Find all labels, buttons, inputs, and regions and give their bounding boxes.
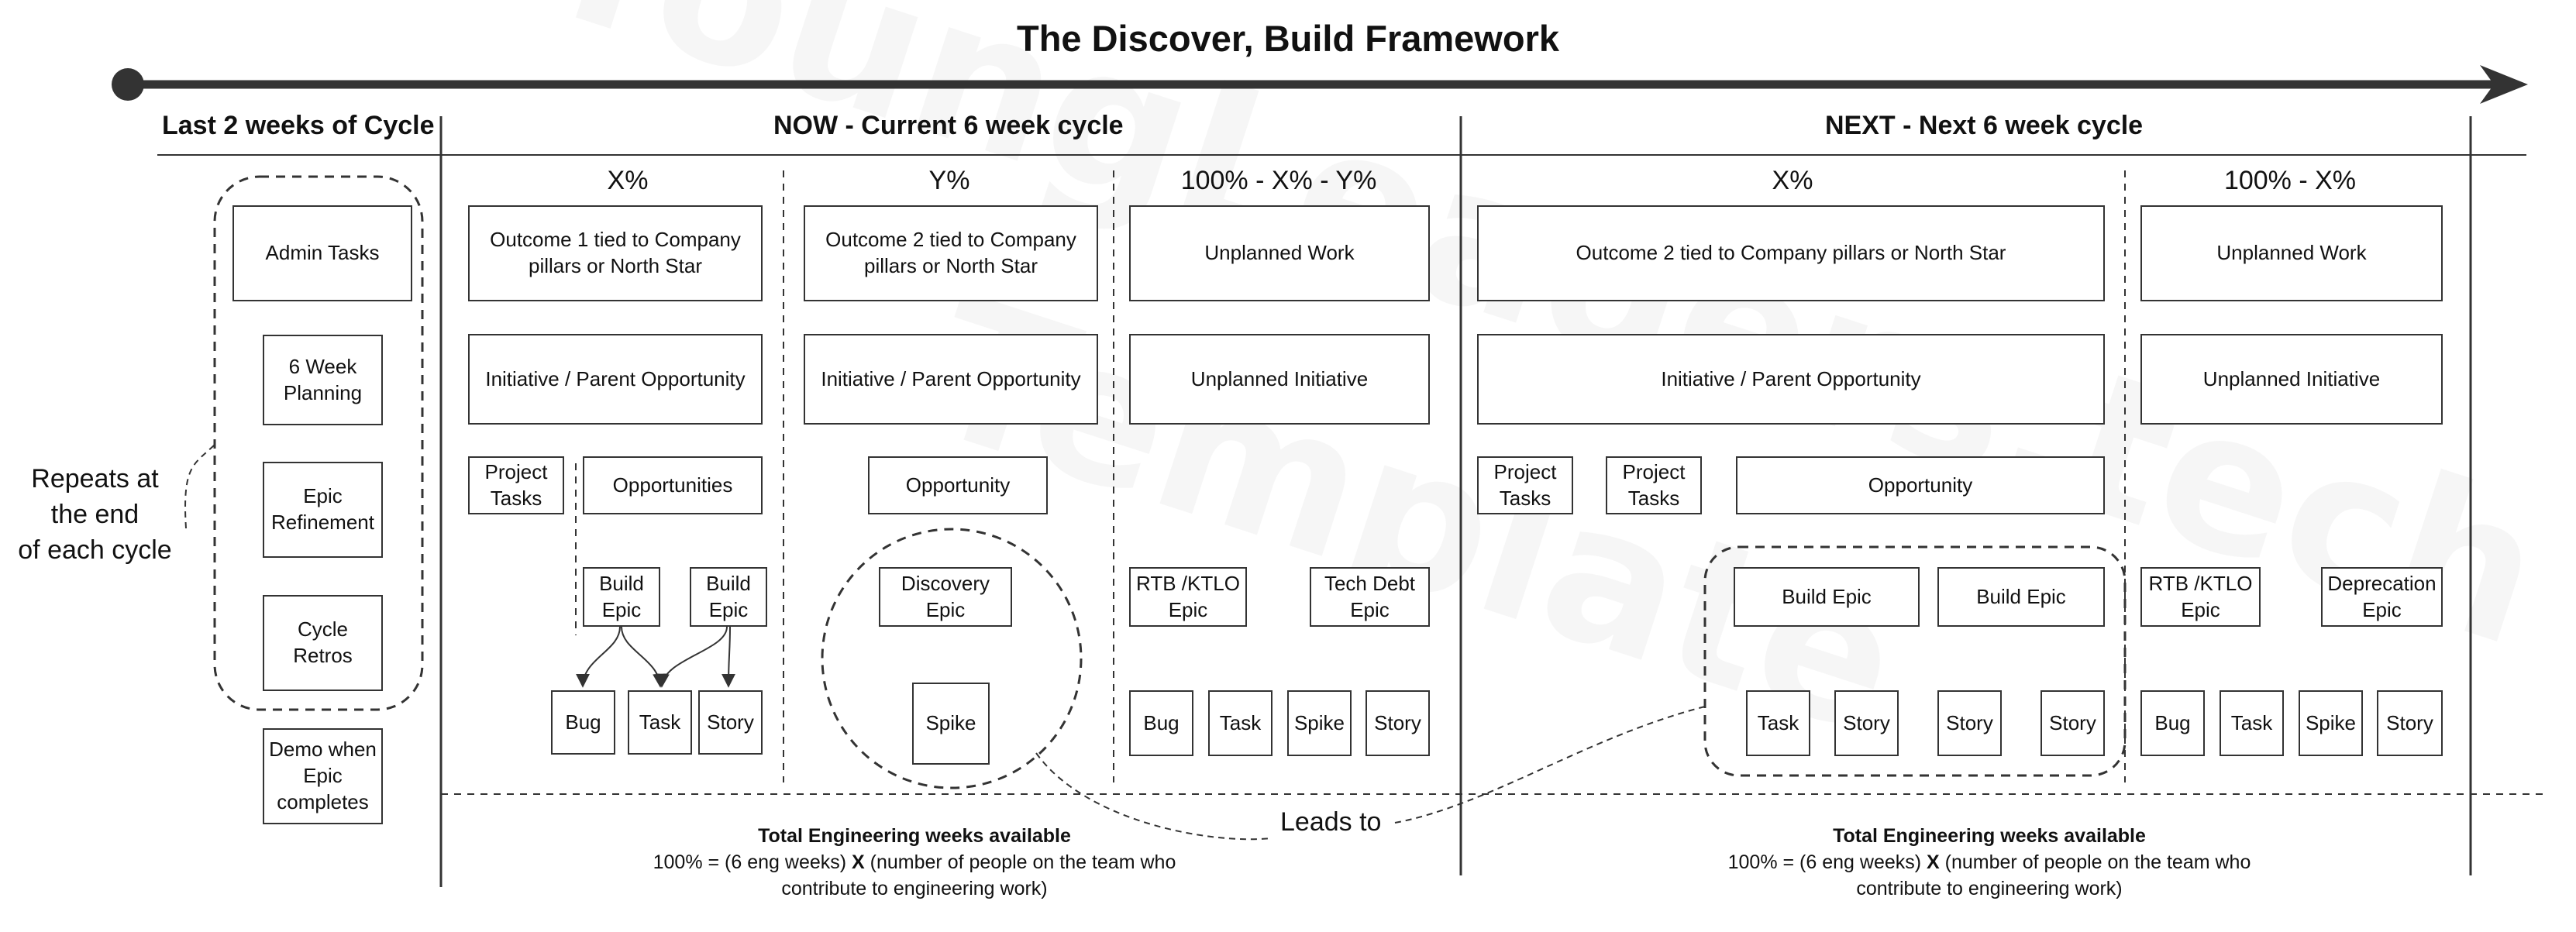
now-bug-box: Bug: [551, 690, 615, 755]
next-footer-line-2: contribute to engineering work): [1856, 877, 2123, 899]
next-footer-heading: Total Engineering weeks available: [1833, 825, 2146, 847]
arrow-epic2-task: [655, 626, 728, 688]
now-task-box: Task: [628, 690, 692, 755]
discovery-circle: [821, 528, 1083, 789]
now-rtb-epic-box: RTB /KTLO Epic: [1129, 567, 1247, 627]
now-rest-task-box: Task: [1208, 690, 1273, 756]
percent-next-rest: 100% - X%: [2223, 166, 2357, 195]
admin-tasks-box: Admin Tasks: [232, 205, 412, 301]
section-last-cycle: Last 2 weeks of Cycle: [162, 111, 435, 140]
next-unplanned-work-box: Unplanned Work: [2140, 205, 2443, 301]
now-initiative-y-box: Initiative / Parent Opportunity: [804, 334, 1098, 425]
percent-now-x: X%: [607, 166, 649, 195]
next-build-epic-2-box: Build Epic: [1937, 567, 2105, 627]
next-opportunity-box: Opportunity: [1736, 456, 2105, 514]
repeats-note: Repeats at the end of each cycle: [0, 462, 190, 569]
now-opportunity-box: Opportunity: [868, 456, 1048, 514]
arrow-epic1-task: [621, 626, 667, 688]
now-opportunities-box: Opportunities: [583, 456, 763, 514]
now-story-box: Story: [698, 690, 763, 755]
repeat-group-outline: [213, 175, 424, 711]
demo-box: Demo when Epic completes: [263, 728, 383, 824]
leads-to-label: Leads to: [1280, 807, 1382, 837]
now-footer: Total Engineering weeks available 100% =…: [589, 824, 1240, 902]
arrow-epic2-story: [721, 626, 736, 688]
now-unplanned-work-box: Unplanned Work: [1129, 205, 1430, 301]
now-tech-debt-epic-box: Tech Debt Epic: [1310, 567, 1430, 627]
section-next: NEXT - Next 6 week cycle: [1825, 111, 2144, 140]
next-task-box: Task: [1746, 690, 1810, 756]
now-footer-line-2: contribute to engineering work): [781, 877, 1048, 899]
now-build-epic-2-box: Build Epic: [690, 567, 767, 627]
repeats-note-line-3: of each cycle: [18, 535, 172, 565]
now-discovery-epic-box: Discovery Epic: [879, 567, 1012, 627]
timeline-start-dot: [112, 68, 144, 101]
percent-now-rest: 100% - X% - Y%: [1180, 166, 1377, 195]
now-outcome-1-box: Outcome 1 tied to Company pillars or Nor…: [468, 205, 763, 301]
next-build-epic-1-box: Build Epic: [1734, 567, 1920, 627]
next-project-tasks-1-box: Project Tasks: [1477, 456, 1573, 514]
now-footer-heading: Total Engineering weeks available: [758, 825, 1071, 847]
six-week-planning-box: 6 Week Planning: [263, 335, 383, 425]
next-outcome-2-box: Outcome 2 tied to Company pillars or Nor…: [1477, 205, 2105, 301]
cycle-retros-box: Cycle Retros: [263, 595, 383, 691]
next-story-1-box: Story: [1834, 690, 1899, 756]
repeats-note-line-2: the end: [50, 499, 139, 529]
next-footer-line-1: 100% = (6 eng weeks) X (number of people…: [1727, 851, 2251, 873]
repeats-note-line-1: Repeats at: [31, 464, 159, 494]
next-story-2-box: Story: [1937, 690, 2002, 756]
next-rest-spike-box: Spike: [2299, 690, 2363, 756]
now-build-epic-1-box: Build Epic: [583, 567, 660, 627]
next-unplanned-initiative-box: Unplanned Initiative: [2140, 334, 2443, 425]
percent-now-y: Y%: [928, 166, 970, 195]
leads-to-curve: [1035, 706, 1706, 841]
epic-refinement-box: Epic Refinement: [263, 462, 383, 558]
now-spike-box: Spike: [912, 683, 990, 765]
timeline-arrowhead: [2480, 65, 2528, 104]
arrow-epic1-bug: [576, 626, 621, 688]
now-footer-line-1: 100% = (6 eng weeks) X (number of people…: [653, 851, 1176, 873]
next-story-3-box: Story: [2040, 690, 2105, 756]
next-rest-task-box: Task: [2220, 690, 2284, 756]
page-title: The Discover, Build Framework: [1017, 18, 1559, 59]
next-project-tasks-2-box: Project Tasks: [1606, 456, 1702, 514]
next-rtb-epic-box: RTB /KTLO Epic: [2140, 567, 2261, 627]
side-note-connector: [184, 444, 215, 529]
next-footer: Total Engineering weeks available 100% =…: [1664, 824, 2315, 902]
next-rest-story-box: Story: [2377, 690, 2443, 756]
percent-next-x: X%: [1772, 166, 1813, 195]
now-rest-spike-box: Spike: [1287, 690, 1352, 756]
section-now: NOW - Current 6 week cycle: [773, 111, 1124, 140]
next-rest-bug-box: Bug: [2140, 690, 2205, 756]
next-deprecation-epic-box: Deprecation Epic: [2321, 567, 2443, 627]
now-outcome-2-box: Outcome 2 tied to Company pillars or Nor…: [804, 205, 1098, 301]
now-unplanned-initiative-box: Unplanned Initiative: [1129, 334, 1430, 425]
now-project-tasks-box: Project Tasks: [468, 456, 564, 514]
next-initiative-box: Initiative / Parent Opportunity: [1477, 334, 2105, 425]
now-rest-bug-box: Bug: [1129, 690, 1193, 756]
now-initiative-x-box: Initiative / Parent Opportunity: [468, 334, 763, 425]
now-rest-story-box: Story: [1365, 690, 1430, 756]
